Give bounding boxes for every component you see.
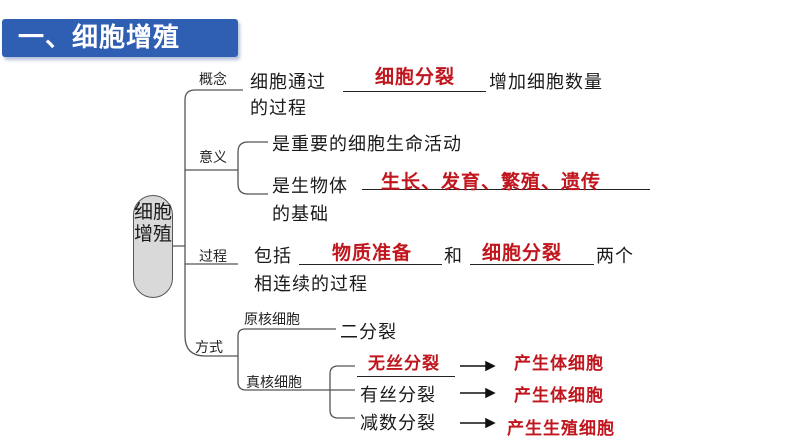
concept-answer: 细胞分裂 [375, 66, 456, 88]
process-blank-line-1 [299, 264, 442, 265]
concept-blank-line [343, 91, 486, 92]
process-after: 两个 [596, 246, 634, 267]
significance-item2-before: 是生物体 [272, 176, 348, 197]
eukaryote-label: 真核细胞 [246, 375, 302, 391]
significance-label: 意义 [199, 150, 227, 166]
significance-answer: 生长、发育、繁殖、遗传 [381, 171, 602, 193]
amitosis-result: 产生体细胞 [514, 354, 604, 374]
page-title: 一、细胞增殖 [18, 23, 181, 53]
mitosis-method: 有丝分裂 [360, 385, 436, 406]
process-text-before: 包括 [254, 246, 292, 267]
process-blank-line-2 [470, 264, 594, 265]
title-banner [2, 19, 238, 57]
process-label: 过程 [199, 249, 227, 265]
significance-item1: 是重要的细胞生命活动 [272, 134, 462, 155]
concept-text-before: 细胞通过 [250, 72, 326, 93]
amitosis-method: 无丝分裂 [368, 354, 440, 374]
prokaryote-method: 二分裂 [340, 322, 397, 343]
methods-label: 方式 [195, 340, 223, 356]
prokaryote-label: 原核细胞 [244, 312, 300, 328]
mitosis-result: 产生体细胞 [514, 386, 604, 406]
amitosis-blank-line [357, 376, 455, 377]
process-line2: 相连续的过程 [254, 274, 368, 295]
meiosis-result: 产生生殖细胞 [507, 419, 615, 439]
center-node [133, 195, 173, 298]
significance-blank-line [362, 189, 650, 190]
significance-item2-line2: 的基础 [272, 204, 329, 225]
concept-line2: 的过程 [250, 98, 307, 119]
concept-label: 概念 [199, 72, 227, 88]
process-answer2: 细胞分裂 [482, 242, 563, 264]
center-label: 细胞增殖 [133, 201, 172, 245]
meiosis-method: 减数分裂 [360, 413, 436, 434]
concept-text-after: 增加细胞数量 [489, 72, 603, 93]
process-mid: 和 [444, 246, 463, 267]
process-answer1: 物质准备 [332, 242, 413, 264]
